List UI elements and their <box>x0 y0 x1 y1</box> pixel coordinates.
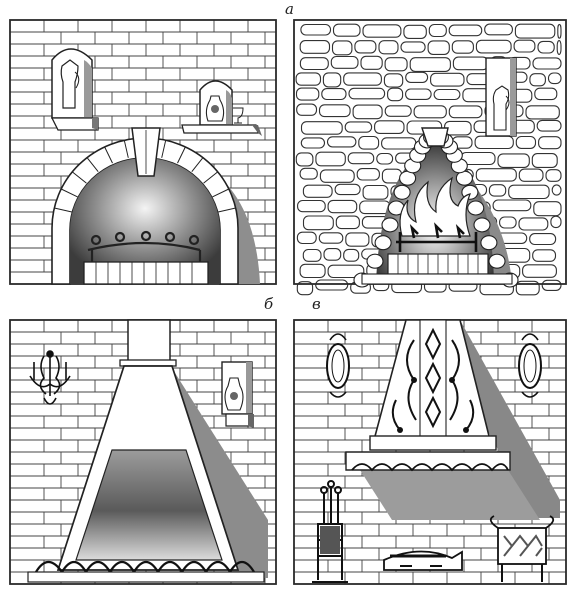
panel-a-brick-fireplace <box>9 19 277 285</box>
panel-a-stone-fireplace <box>293 19 567 296</box>
hearth-base <box>27 571 265 583</box>
oval-mirror-right <box>518 333 542 398</box>
keystone <box>421 127 449 147</box>
panel-label-a: а <box>285 0 294 18</box>
panel-c-ornamented-fireplace <box>293 319 567 585</box>
wall-niche <box>221 361 254 428</box>
wall-niche-stone <box>485 57 517 137</box>
wall-niche-right <box>181 80 262 136</box>
jug-icon <box>60 59 80 109</box>
log-basket-icon <box>489 515 555 582</box>
panel-b-hood-fireplace <box>9 319 277 585</box>
flames-icon <box>399 176 471 237</box>
ornamented-hood <box>345 319 511 472</box>
chimney <box>127 319 171 363</box>
hearth-rings <box>35 560 255 575</box>
oval-mirror-left <box>326 333 350 398</box>
firebox <box>76 450 222 560</box>
goblet-icon <box>233 107 244 124</box>
firebox <box>70 158 220 284</box>
fire-grate <box>396 222 478 252</box>
wall-niche-left <box>50 48 99 131</box>
wall-sconce-icon <box>29 350 71 405</box>
panel-label-b: б <box>264 295 274 313</box>
vase-icon <box>205 95 225 122</box>
panel-label-c: в <box>312 295 321 313</box>
vase-icon <box>224 377 244 411</box>
jug-icon <box>492 85 510 131</box>
log-holder-icon <box>383 550 463 571</box>
hearth-base <box>83 261 209 285</box>
